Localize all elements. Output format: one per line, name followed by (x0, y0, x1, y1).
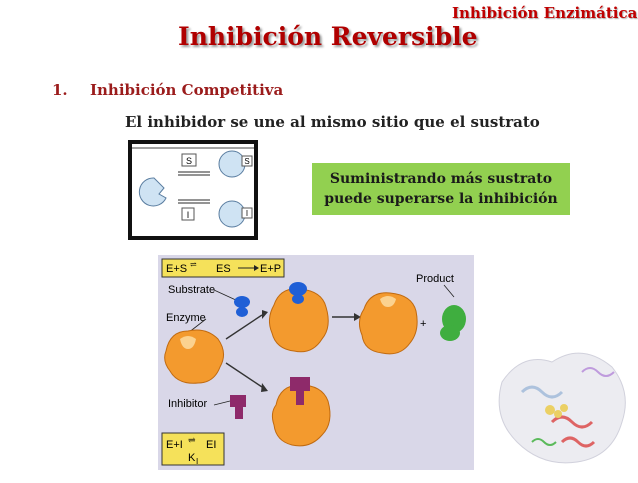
eq-bottom-arrow: ⇌ (188, 436, 196, 446)
enzyme-substrate-complex (218, 150, 246, 178)
protein-strand (531, 438, 557, 446)
eq-ei: EI (206, 439, 216, 451)
protein-ligand-1 (545, 405, 555, 415)
label-substrate: Substrate (168, 284, 215, 296)
eq-e-plus-s: E+S (166, 263, 187, 275)
protein-helix-3 (560, 436, 596, 448)
plus-sign: + (420, 318, 426, 330)
protein-ligand-3 (560, 404, 568, 412)
label-enzyme: Enzyme (166, 312, 206, 324)
product-molecule (440, 305, 466, 341)
arrow-to-ei (225, 362, 263, 388)
protein-ligand-2 (554, 410, 562, 418)
substrate-molecule (234, 296, 250, 317)
enzyme-inhibitor-complex (218, 200, 246, 228)
callout-box: Suministrando más sustrato puede superar… (312, 163, 570, 215)
protein-structure-image (492, 322, 638, 479)
released-enzyme (358, 292, 418, 355)
eq-k: K (188, 452, 196, 464)
eq-e-plus-p: E+P (260, 263, 281, 275)
arrow-to-es-head (262, 310, 268, 319)
section-heading: Inhibición Competitiva (90, 81, 284, 99)
es-complex (268, 282, 329, 353)
label-inhibitor: Inhibitor (168, 398, 207, 410)
equation-box-top (161, 258, 285, 278)
bound-inhibitor-letter: I (246, 209, 248, 218)
inhibitor-box (181, 207, 195, 221)
eq-top-arrow-fwd: ⇌ (190, 260, 197, 269)
substrate-letter: S (186, 156, 192, 166)
slide-title: Inhibición Reversible (178, 22, 478, 51)
schematic-svg: S I S I (132, 144, 254, 236)
enzyme-shape-left (138, 177, 167, 207)
label-product: Product (416, 273, 454, 285)
arrow-to-es (225, 314, 263, 340)
product-leader-line (443, 284, 455, 298)
protein-helix-1 (520, 385, 564, 399)
eq-e-plus-i: E+I (166, 439, 183, 451)
eq-es: ES (216, 263, 231, 275)
inhibitor-molecule (230, 395, 246, 419)
callout-line-2: puede superarse la inhibición (324, 191, 558, 207)
free-enzyme (164, 329, 224, 384)
substrate-box (181, 153, 197, 167)
substrate-leader-line (213, 289, 239, 302)
ei-complex (271, 377, 331, 447)
competitive-schematic: S I S I (128, 140, 258, 240)
bound-substrate-letter: S (244, 157, 249, 166)
corner-title: Inhibición Enzimática (452, 4, 638, 22)
arrow-to-product-head (354, 313, 361, 321)
eq-top-arrowhead (254, 265, 259, 271)
protein-svg (498, 352, 626, 464)
eq-k-subscript: I (196, 457, 198, 466)
list-number: 1. (52, 81, 68, 99)
bound-substrate-box (241, 155, 253, 167)
section-subtitle: El inhibidor se une al mismo sitio que e… (125, 113, 540, 131)
equation-box-bottom (161, 432, 225, 466)
callout-line-1: Suministrando más sustrato (329, 171, 553, 187)
inhibitor-leader-line (213, 400, 231, 406)
inhibitor-letter: I (187, 210, 190, 220)
competitive-inhibition-illustration: E+S ⇌ ES E+P Substrate Enzyme Inhibitor … (158, 255, 474, 470)
arrow-to-ei-head (261, 383, 268, 392)
illustration-svg: E+S ⇌ ES E+P Substrate Enzyme Inhibitor … (158, 255, 474, 470)
protein-loop (581, 367, 615, 377)
bound-inhibitor-box (241, 207, 253, 219)
